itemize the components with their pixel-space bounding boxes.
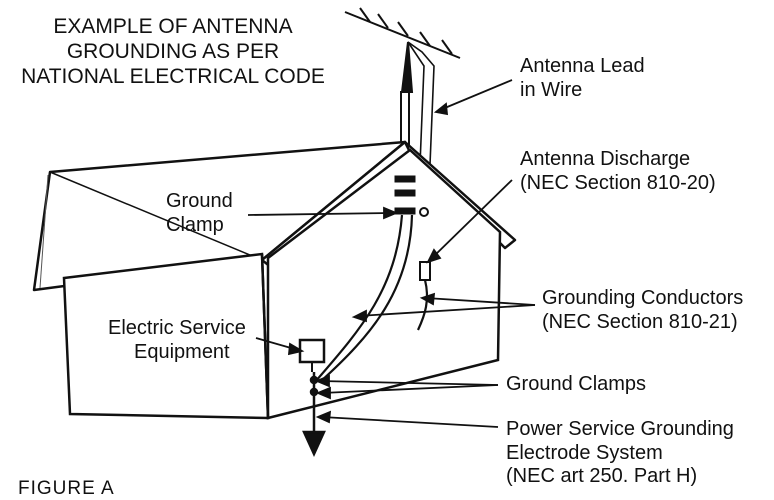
antenna-lead-line-2: in Wire — [520, 78, 583, 101]
ground-clamp-line-2: Clamp — [166, 213, 224, 236]
power-service-line-2: Electrode System — [506, 441, 663, 464]
label-electric-service: Electric Service Equipment — [108, 317, 246, 364]
leader-lines — [247, 79, 536, 428]
grounding-conductors — [314, 214, 429, 383]
diagram-title: EXAMPLE OF ANTENNA GROUNDING AS PER NATI… — [8, 15, 338, 89]
grounding-conductors-line-1: Grounding Conductors — [542, 287, 744, 309]
label-ground-clamps: Ground Clamps — [506, 373, 646, 397]
title-line-1: EXAMPLE OF ANTENNA — [53, 15, 293, 38]
title-line-3: NATIONAL ELECTRICAL CODE — [21, 64, 325, 88]
label-grounding-conductors: Grounding Conductors (NEC Section 810-21… — [542, 287, 743, 334]
antenna-discharge-unit — [419, 261, 431, 281]
power-service-line-1: Power Service Grounding — [506, 418, 734, 440]
antenna-lead-line-1: Antenna Lead — [520, 55, 645, 77]
electric-service-line-2: Equipment — [134, 340, 230, 363]
ground-clamp-line-1: Ground — [166, 190, 233, 212]
label-power-service: Power Service Grounding Electrode System… — [506, 418, 734, 489]
figure-label: FIGURE A — [18, 478, 115, 499]
ground-clamps-line-1: Ground Clamps — [506, 373, 647, 395]
label-antenna-discharge: Antenna Discharge (NEC Section 810-20) — [520, 148, 716, 195]
electric-service-line-1: Electric Service — [108, 317, 246, 339]
title-line-2: GROUNDING AS PER — [66, 39, 280, 63]
ground-clamp — [394, 175, 429, 217]
power-service-line-3: (NEC art 250. Part H) — [506, 465, 698, 488]
label-antenna-lead: Antenna Lead in Wire — [520, 55, 645, 102]
ground-rod — [302, 372, 326, 458]
antenna-discharge-line-1: Antenna Discharge — [520, 148, 691, 170]
label-ground-clamp: Ground Clamp — [166, 190, 233, 237]
grounding-conductors-line-2: (NEC Section 810-21) — [542, 310, 738, 333]
antenna-discharge-line-2: (NEC Section 810-20) — [520, 171, 716, 194]
